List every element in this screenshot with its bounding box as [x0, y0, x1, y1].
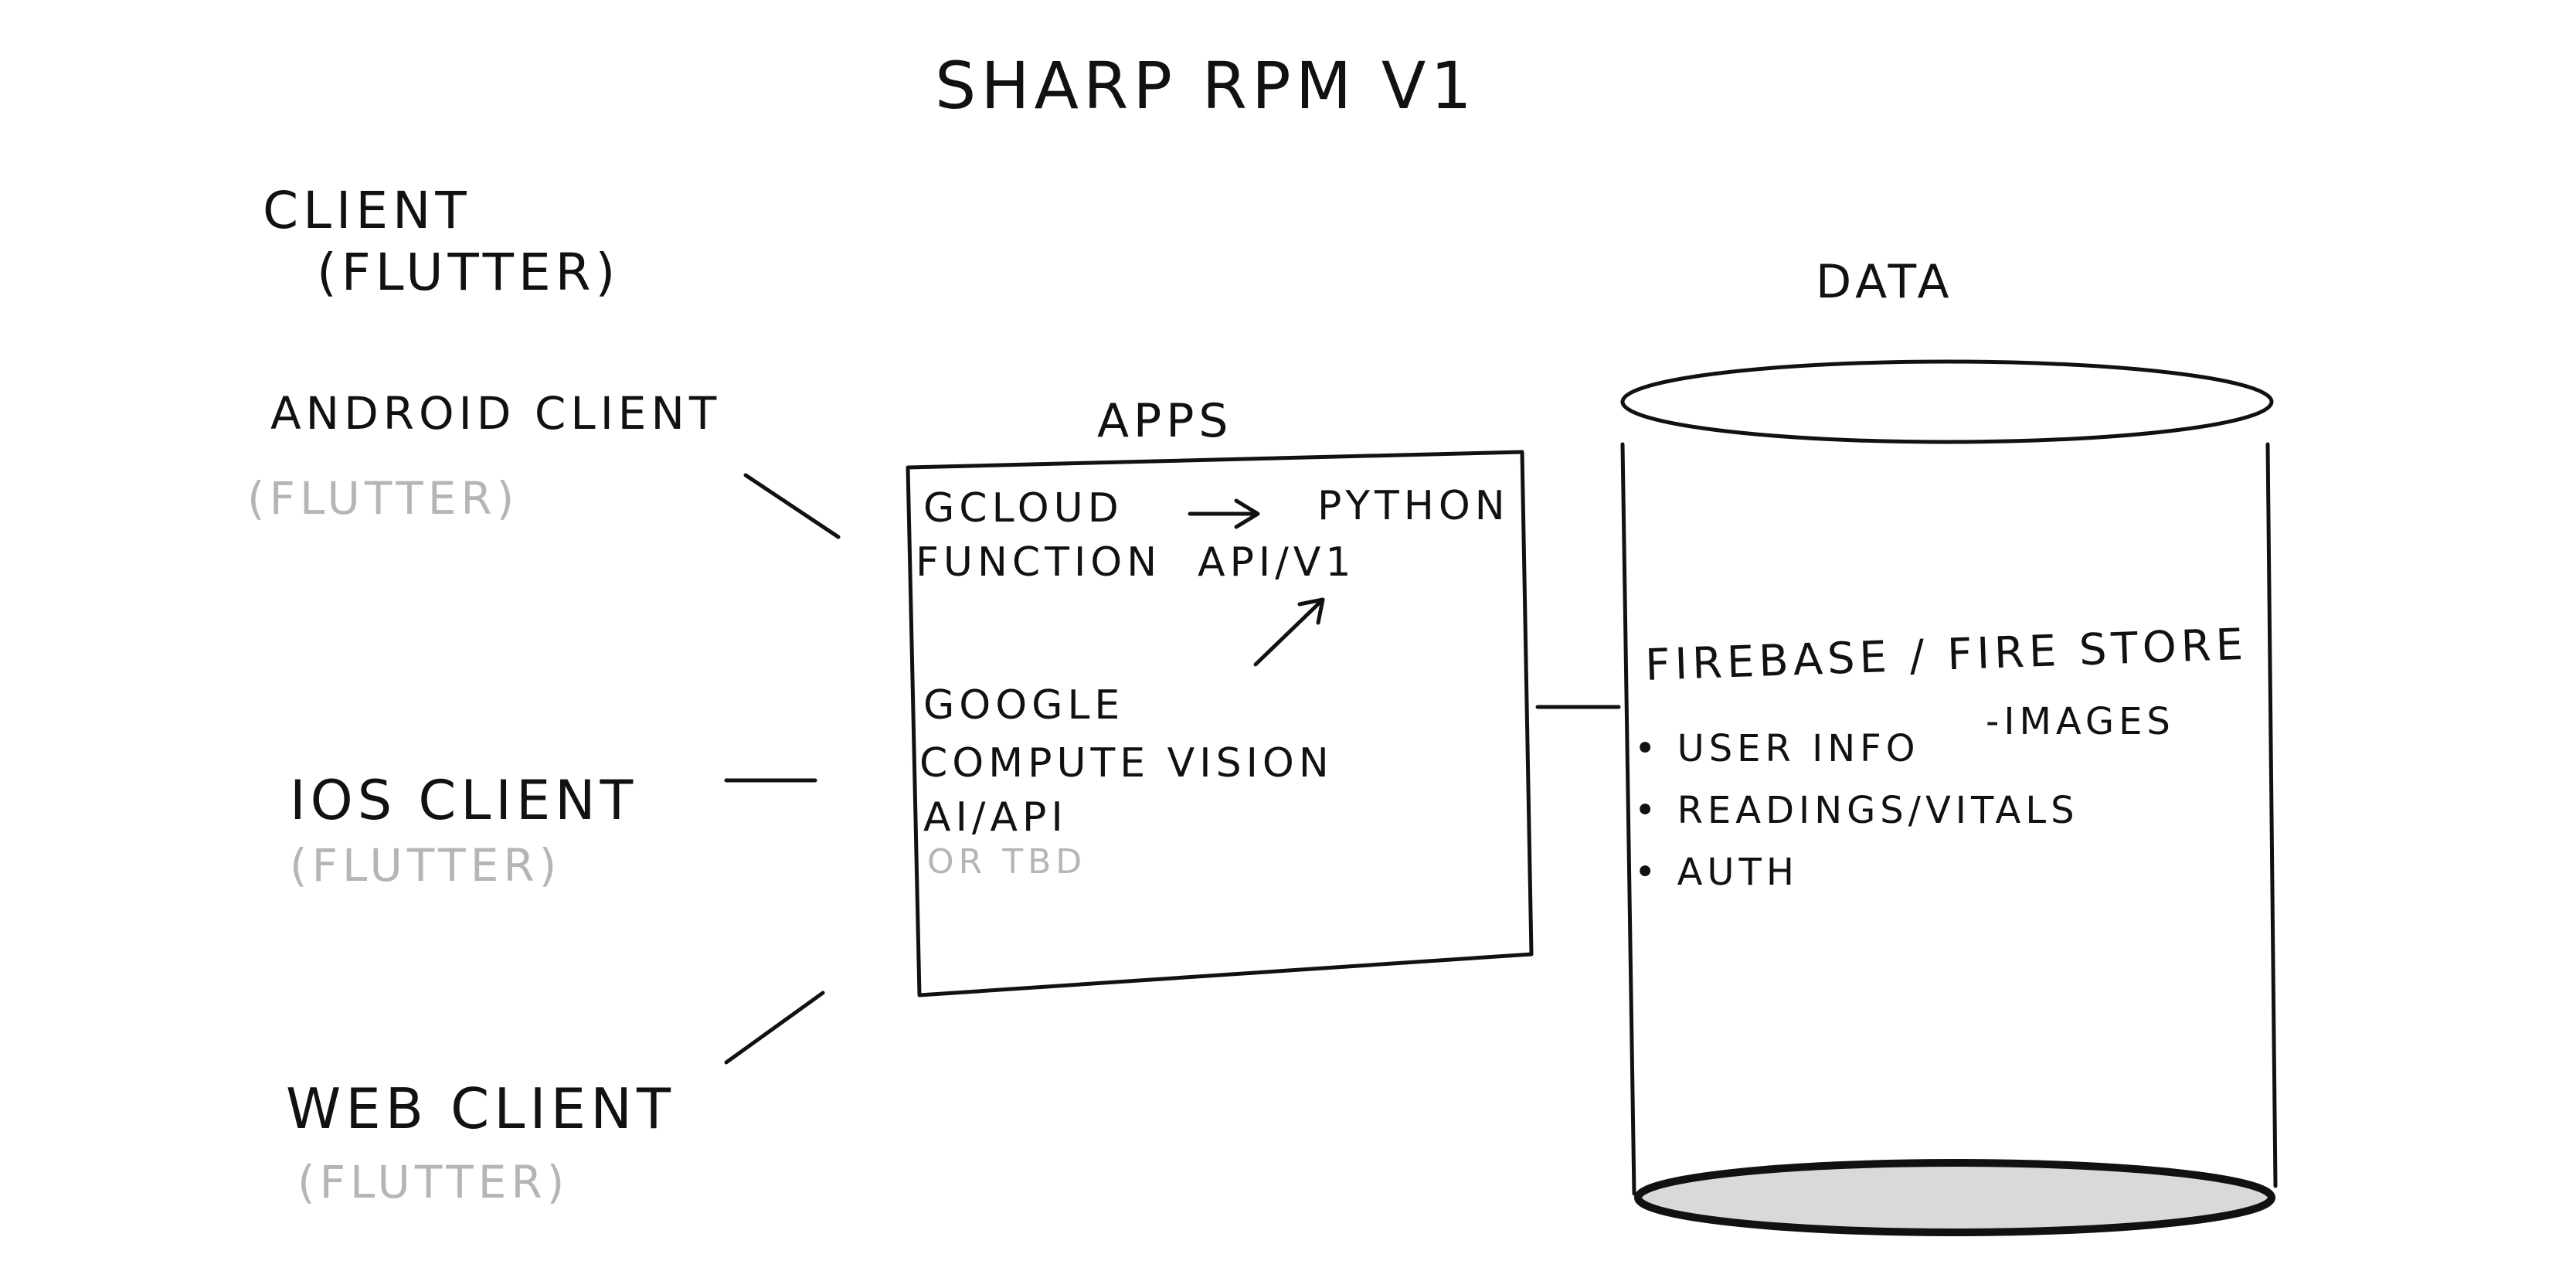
data-item-auth: • AUTH: [1634, 851, 1799, 894]
database-cylinder-bottom: [1634, 1159, 2275, 1236]
google-label: GOOGLE: [923, 682, 1124, 729]
web-connector-line: [724, 991, 825, 1065]
web-client-label: WEB CLIENT: [286, 1076, 675, 1141]
android-connector-line: [743, 473, 841, 539]
ios-client-label: IOS CLIENT: [290, 769, 637, 832]
client-heading: CLIENT: [263, 181, 471, 240]
android-client-label: ANDROID CLIENT: [270, 387, 721, 440]
apps-box: [906, 450, 1534, 997]
database-cylinder-top: [1620, 359, 2274, 444]
data-item-user-info: • USER INFO: [1634, 727, 1920, 770]
data-heading: DATA: [1816, 255, 1954, 309]
gcloud-function-label: GCLOUD: [923, 485, 1123, 532]
database-cylinder-right-side: [2265, 442, 2278, 1188]
diagram-title: SHARP RPM V1: [935, 48, 1477, 124]
gcloud-to-python-arrowhead: [1234, 498, 1260, 529]
vision-to-python-arrowhead: [1297, 597, 1325, 625]
apps-heading: APPS: [1097, 394, 1233, 448]
data-item-images: -IMAGES: [1986, 700, 2175, 743]
client-heading-framework: (FLUTTER): [317, 243, 620, 302]
database-cylinder-left-side: [1620, 442, 1636, 1196]
python-api-label: PYTHON: [1317, 483, 1510, 529]
tbd-label: OR TBD: [927, 842, 1086, 882]
ios-client-sublabel: (FLUTTER): [290, 839, 561, 892]
compute-vision-label: COMPUTE VISION: [919, 740, 1334, 787]
firebase-firestore-label: FIREBASE / FIRE STORE: [1644, 620, 2248, 691]
web-client-sublabel: (FLUTTER): [297, 1156, 569, 1208]
vision-to-python-arrow: [1253, 599, 1324, 667]
ai-api-label: AI/API: [923, 794, 1068, 841]
android-client-sublabel: (FLUTTER): [247, 472, 518, 525]
data-item-readings-vitals: • READINGS/VITALS: [1634, 789, 2079, 832]
python-api-version-label: API/V1: [1198, 539, 1355, 586]
gcloud-function-label-2: FUNCTION: [916, 539, 1161, 586]
